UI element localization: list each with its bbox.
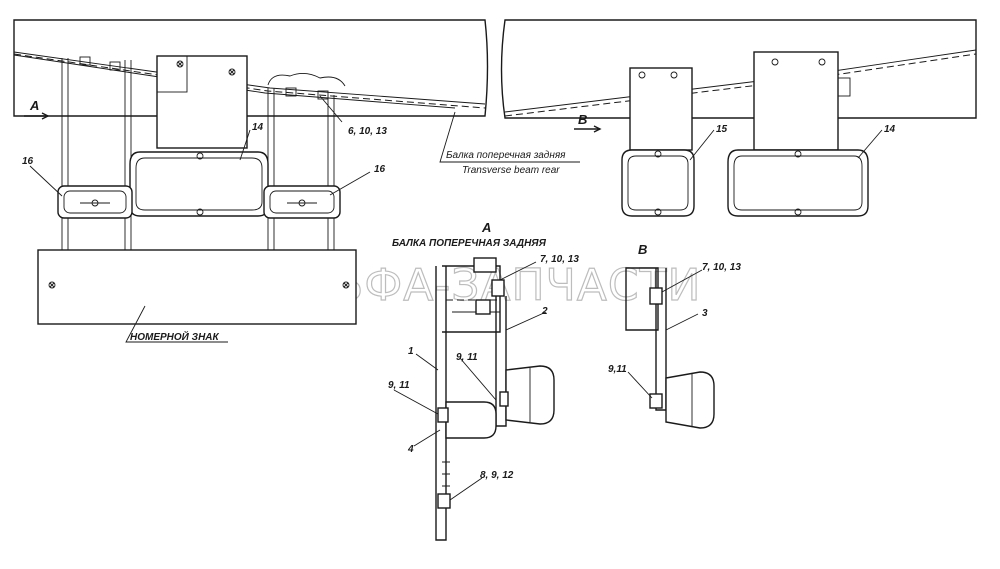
svg-text:A: A (29, 98, 39, 113)
callout-7-10-13-b: 7, 10, 13 (702, 262, 741, 273)
callout-3: 3 (702, 308, 708, 319)
callout-14-main: 14 (252, 122, 264, 133)
rear-lamp-14-left (129, 151, 269, 217)
callout-9-11-a1: 9, 11 (456, 352, 478, 363)
callout-9-11-a2: 9, 11 (388, 380, 410, 391)
bracket-plate-left (156, 55, 248, 149)
callout-9-11-b: 9,11 (608, 364, 627, 375)
callout-7-10-13-a: 7, 10, 13 (540, 254, 579, 265)
label-license-plate: НОМЕРНОЙ ЗНАК (130, 330, 220, 343)
view-arrow-a: A (24, 98, 50, 120)
callout-8-9-12: 8, 9, 12 (480, 470, 514, 481)
callout-16-left: 16 (22, 156, 34, 167)
view-arrow-b: B (574, 112, 602, 133)
bracket-plate-b-1 (629, 67, 693, 151)
bracket-plate-b-2 (753, 51, 839, 151)
section-a-title: БАЛКА ПОПЕРЕЧНАЯ ЗАДНЯЯ (392, 238, 547, 249)
section-a-letter: A (481, 220, 491, 235)
beam-label-en: Transverse beam rear (462, 165, 560, 176)
callout-1: 1 (408, 346, 414, 357)
license-plate (37, 249, 357, 325)
callout-14-b: 14 (884, 124, 896, 135)
callout-6-10-13: 6, 10, 13 (348, 126, 387, 137)
callout-15: 15 (716, 124, 728, 135)
section-b-bracket (625, 267, 715, 429)
side-lamp-16-left (57, 185, 133, 219)
side-lamp-16-right (263, 185, 341, 219)
callout-2: 2 (541, 306, 548, 317)
lamp-14-b (727, 149, 869, 217)
beam-right-view (500, 19, 977, 119)
beam-label-ru: Балка поперечная задняя (446, 150, 566, 161)
callout-4: 4 (407, 444, 414, 455)
svg-text:B: B (578, 112, 587, 127)
section-b-letter: B (638, 242, 647, 257)
beam-left-view (13, 19, 489, 117)
callout-16-right: 16 (374, 164, 386, 175)
lamp-15 (621, 149, 695, 217)
section-a-bracket (435, 257, 555, 541)
